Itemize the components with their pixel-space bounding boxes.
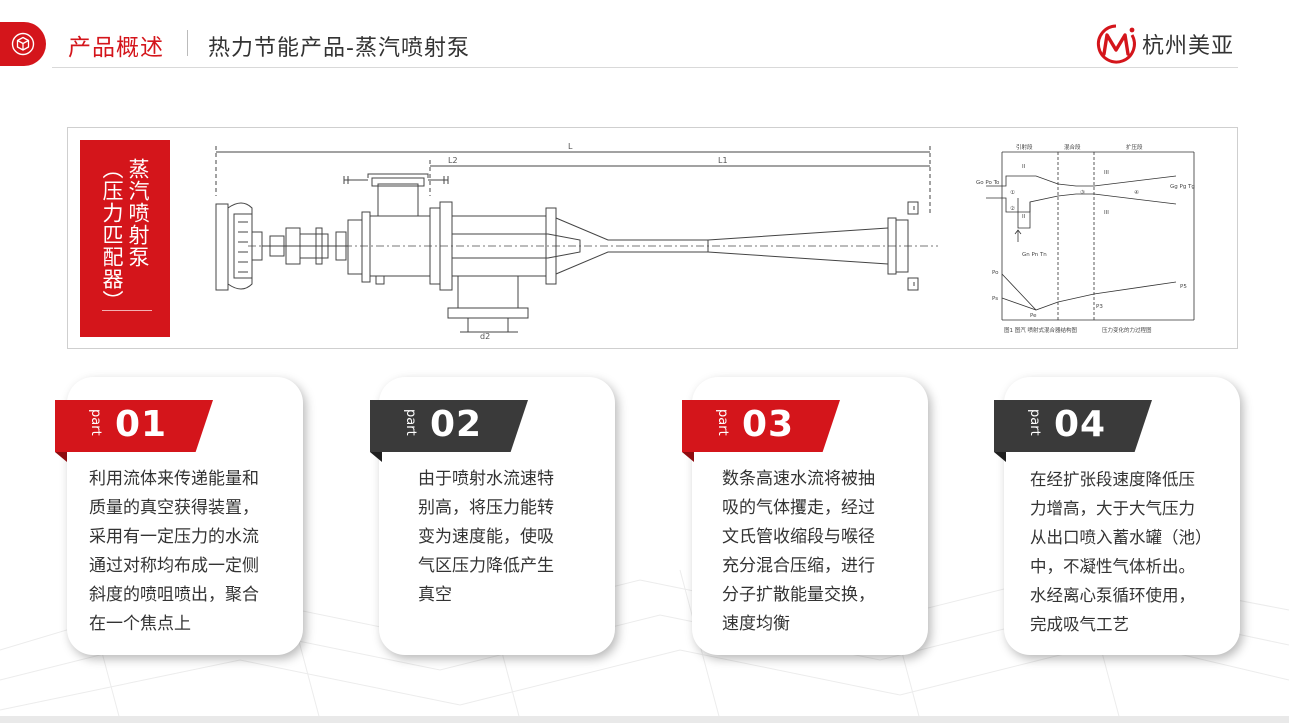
diagram-inlet: Go Po To bbox=[976, 180, 1000, 186]
text-line: 别高，将压力能转 bbox=[418, 498, 554, 518]
diagram-roman-III-b: III bbox=[1104, 210, 1109, 216]
product-name: 蒸汽喷射泵 bbox=[126, 158, 150, 268]
diagram-section-3: 扩压段 bbox=[1126, 143, 1143, 151]
step-tab-3: part 03 bbox=[682, 400, 840, 452]
text-line: 力增高，大于大气压力 bbox=[1030, 499, 1195, 518]
step-number: 02 bbox=[430, 404, 483, 445]
diagram-roman-III: III bbox=[1104, 170, 1109, 176]
tab-fold bbox=[370, 452, 382, 462]
product-subname: （压力匹配器） bbox=[100, 158, 124, 312]
diagram-pe: Pe bbox=[1030, 313, 1037, 319]
text-line: 采用有一定压力的水流 bbox=[89, 527, 259, 547]
step-text-3: 数条高速水流将被抽 吸的气体攫走，经过 文氏管收缩段与喉径 充分混合压缩，进行 … bbox=[722, 465, 912, 639]
brand-m-logo bbox=[1096, 24, 1136, 64]
step-text-1: 利用流体来传递能量和 质量的真空获得装置， 采用有一定压力的水流 通过对称均布成… bbox=[89, 465, 279, 639]
step-text-2: 由于喷射水流速特 别高，将压力能转 变为速度能，使吸 气区压力降低产生 真空 bbox=[418, 465, 608, 610]
text-line: 中，不凝性气体析出。 bbox=[1030, 557, 1195, 576]
step-number: 01 bbox=[115, 404, 168, 445]
title-separator bbox=[187, 30, 188, 56]
tab-fold bbox=[55, 452, 67, 462]
diagram-po: Po bbox=[992, 270, 999, 276]
diagram-node-3: ③ bbox=[1080, 190, 1085, 196]
page-title: 产品概述 bbox=[68, 35, 164, 61]
diagram-section-2: 混合段 bbox=[1064, 143, 1081, 151]
header-divider bbox=[52, 67, 1238, 68]
diagram-section-1: 引射段 bbox=[1016, 143, 1033, 151]
text-line: 由于喷射水流速特 bbox=[418, 469, 554, 489]
diagram-p5: P5 bbox=[1180, 284, 1187, 290]
text-line: 斜度的喷咀喷出，聚合 bbox=[89, 585, 259, 605]
text-line: 速度均衡 bbox=[722, 614, 790, 634]
part-label: part bbox=[1027, 409, 1042, 436]
dim-L2: L2 bbox=[448, 156, 458, 165]
text-line: 真空 bbox=[418, 585, 452, 605]
text-line: 分子扩散能量交换， bbox=[722, 585, 875, 605]
text-line: 质量的真空获得装置， bbox=[89, 498, 259, 518]
text-line: 变为速度能，使吸 bbox=[418, 527, 554, 547]
text-line: 从出口喷入蓄水罐（池） bbox=[1030, 528, 1212, 547]
label-rule bbox=[102, 310, 152, 311]
dim-L1: L1 bbox=[718, 156, 728, 165]
step-text-4: 在经扩张段速度降低压 力增高，大于大气压力 从出口喷入蓄水罐（池） 中，不凝性气… bbox=[1030, 465, 1240, 639]
diagram-node-4: ④ bbox=[1134, 190, 1139, 196]
text-line: 通过对称均布成一定侧 bbox=[89, 556, 259, 576]
diagram-caption-left: 图1 图汽 喷射式混合器结构图 bbox=[1004, 326, 1077, 334]
diagram-p3: P3 bbox=[1096, 304, 1103, 310]
text-line: 文氏管收缩段与喉径 bbox=[722, 527, 875, 547]
tab-fold bbox=[994, 452, 1006, 462]
product-name-label: 蒸汽喷射泵 （压力匹配器） bbox=[80, 140, 170, 337]
diagram-roman-II: II bbox=[1022, 164, 1026, 170]
pressure-process-diagram: 引射段 混合段 扩压段 II III II III ① ② ③ ④ Go Po … bbox=[976, 143, 1195, 334]
dim-d2: d2 bbox=[480, 332, 490, 341]
dim-L: L bbox=[568, 142, 573, 151]
part-label: part bbox=[715, 409, 730, 436]
text-line: 利用流体来传递能量和 bbox=[89, 469, 259, 489]
text-line: 在经扩张段速度降低压 bbox=[1030, 470, 1195, 489]
text-line: 水经离心泵循环使用， bbox=[1030, 586, 1195, 605]
ejector-pump-drawing: L L2 L1 d2 bbox=[215, 142, 938, 341]
page-subtitle: 热力节能产品-蒸汽喷射泵 bbox=[208, 36, 470, 61]
tab-fold bbox=[682, 452, 694, 462]
diagram-outlet: Gg Pg Tg bbox=[1170, 184, 1195, 190]
diagram-suction: Gn Pn Tn bbox=[1022, 252, 1047, 258]
step-tab-1: part 01 bbox=[55, 400, 213, 452]
step-number: 03 bbox=[742, 404, 795, 445]
text-line: 在一个焦点上 bbox=[89, 614, 191, 634]
step-number: 04 bbox=[1054, 404, 1107, 445]
text-line: 气区压力降低产生 bbox=[418, 556, 554, 576]
text-line: 充分混合压缩，进行 bbox=[722, 556, 875, 576]
diagram-ps: Ps bbox=[992, 296, 998, 302]
bottom-bar bbox=[0, 716, 1289, 723]
part-label: part bbox=[88, 409, 103, 436]
cube-icon bbox=[11, 32, 35, 56]
text-line: 数条高速水流将被抽 bbox=[722, 469, 875, 489]
diagram-roman-II-b: II bbox=[1022, 214, 1026, 220]
brand-name: 杭州美亚 bbox=[1142, 34, 1235, 59]
diagram-caption-right: 压力变化的力过程图 bbox=[1102, 326, 1152, 334]
header-badge bbox=[0, 22, 46, 66]
step-tab-2: part 02 bbox=[370, 400, 528, 452]
product-figure-panel: 蒸汽喷射泵 （压力匹配器） bbox=[67, 127, 1238, 349]
brand-logo: 杭州美亚 bbox=[1094, 22, 1234, 66]
part-label: part bbox=[403, 409, 418, 436]
text-line: 完成吸气工艺 bbox=[1030, 615, 1129, 634]
step-tab-4: part 04 bbox=[994, 400, 1152, 452]
diagram-node-1: ① bbox=[1010, 190, 1015, 196]
diagram-node-2: ② bbox=[1010, 205, 1015, 212]
text-line: 吸的气体攫走，经过 bbox=[722, 498, 875, 518]
